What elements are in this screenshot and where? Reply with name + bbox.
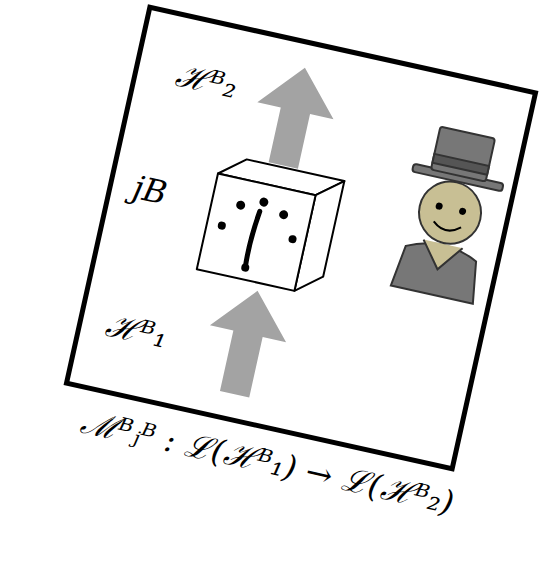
space-label: ℋᴮ₂ — [173, 57, 241, 105]
input-arrow — [197, 282, 296, 402]
observer-figure — [387, 123, 513, 305]
clock-device — [197, 154, 345, 296]
space-label: ℋᴮ₁ — [103, 307, 171, 355]
map-caption: ℳᴮⱼᴮ : ℒ(ℋᴮ₁) → ℒ(ℋᴮ₂) — [78, 402, 458, 522]
device-label: jB — [130, 169, 170, 211]
output-arrow — [245, 59, 343, 174]
boundary-frame: ℋᴮ₂ jB ℋᴮ₁ — [64, 4, 539, 471]
illustration — [64, 4, 539, 471]
rotated-panel: ℋᴮ₂jBℋᴮ₁ℳᴮⱼᴮ : ℒ(ℋᴮ₁) → ℒ(ℋᴮ₂) — [64, 4, 539, 471]
